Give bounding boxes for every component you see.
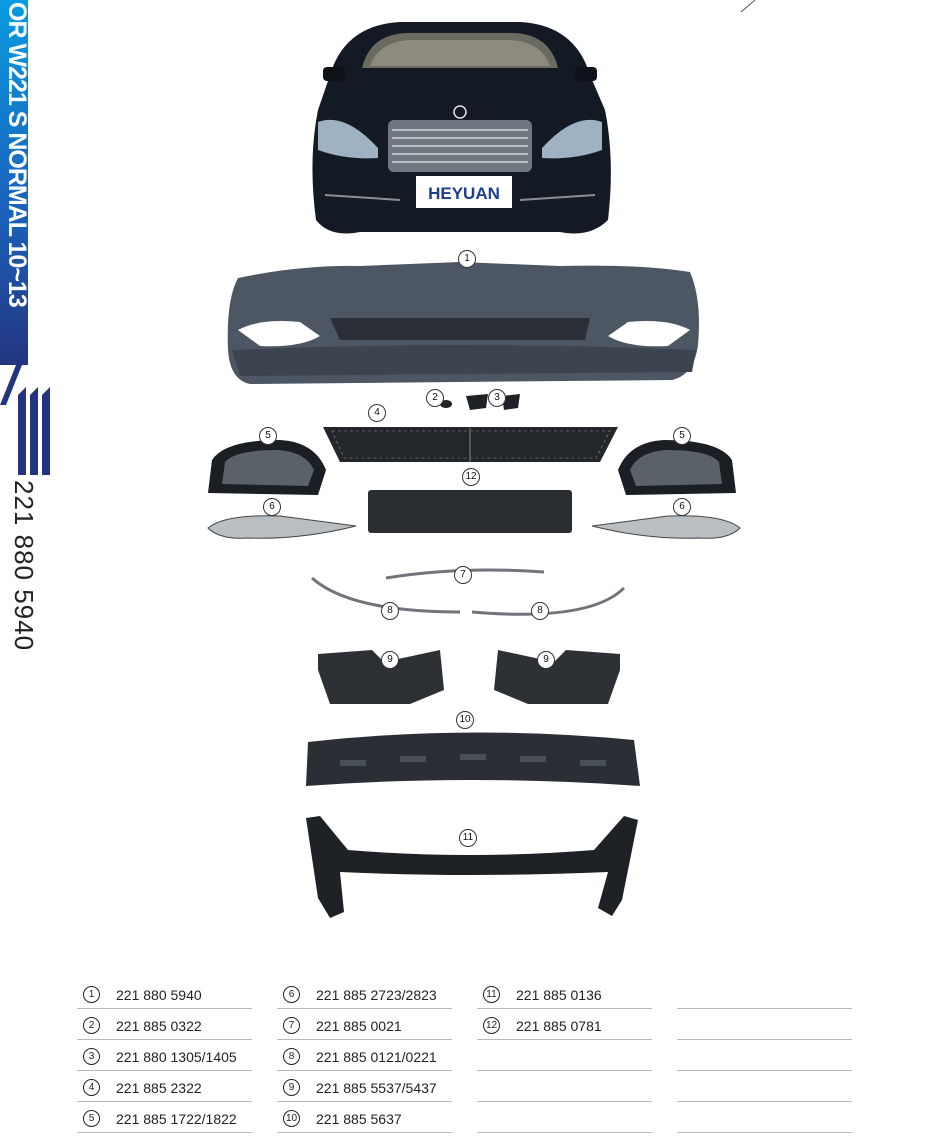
callout-5-right: 5: [673, 427, 691, 445]
callout-9-right: 9: [537, 651, 555, 669]
legend-number: 7: [283, 1017, 300, 1034]
callout-7: 7: [454, 566, 472, 584]
legend-row: 9 221 885 5537/5437: [277, 1071, 452, 1102]
license-plate-holder: [368, 490, 572, 533]
callout-12: 12: [462, 468, 480, 486]
legend-number: 10: [283, 1110, 300, 1127]
callout-2: 2: [426, 389, 444, 407]
callout-8-right: 8: [531, 602, 549, 620]
side-part-code: 221 880 5940: [9, 480, 39, 652]
callout-5-left: 5: [259, 427, 277, 445]
legend-row: 11 221 885 0136: [477, 978, 652, 1009]
legend-column-2: 6 221 885 2723/2823 7 221 885 0021 8 221 88…: [277, 978, 452, 1133]
cap-part-3: [466, 394, 520, 410]
car-front-image: HEYUAN: [312, 22, 611, 234]
foam-absorber-left: [318, 650, 444, 704]
parts-legend: 1 221 880 5940 2 221 885 0322 3 221 880 130…: [77, 978, 857, 1133]
callout-8-left: 8: [381, 602, 399, 620]
legend-row: 8 221 885 0121/0221: [277, 1040, 452, 1071]
legend-number: 4: [83, 1079, 100, 1096]
legend-row: 4 221 885 2322: [77, 1071, 252, 1102]
legend-row: 12 221 885 0781: [477, 1009, 652, 1040]
callout-10: 10: [456, 711, 474, 729]
legend-number: 1: [83, 986, 100, 1003]
legend-row-empty: [677, 978, 852, 1009]
parts-diagram: HEYUAN: [207, 22, 741, 918]
legend-row: 10 221 885 5637: [277, 1102, 452, 1133]
legend-number: 5: [83, 1110, 100, 1127]
legend-row-empty: [677, 1040, 852, 1071]
callout-6-right: 6: [673, 498, 691, 516]
legend-row: 7 221 885 0021: [277, 1009, 452, 1040]
callout-9-left: 9: [381, 651, 399, 669]
legend-column-4: [677, 978, 852, 1133]
legend-code: 221 885 1722/1822: [116, 1111, 237, 1127]
callout-3: 3: [488, 389, 506, 407]
callout-4: 4: [368, 404, 386, 422]
legend-row-empty: [477, 1040, 652, 1071]
corner-decoration: [740, 0, 756, 13]
legend-number: 2: [83, 1017, 100, 1034]
legend-column-3: 11 221 885 0136 12 221 885 0781: [477, 978, 652, 1133]
side-banner: OR W221 S NORMAL 10~13: [0, 0, 31, 365]
side-title: OR W221 S NORMAL 10~13: [3, 2, 31, 307]
legend-code: 221 885 0322: [116, 1018, 202, 1034]
legend-number: 8: [283, 1048, 300, 1065]
legend-row-empty: [477, 1071, 652, 1102]
chrome-trim-left: [207, 515, 357, 539]
legend-code: 221 885 0121/0221: [316, 1049, 437, 1065]
legend-row-empty: [677, 1009, 852, 1040]
legend-code: 221 885 0136: [516, 987, 602, 1003]
chrome-strip-8-right: [471, 586, 626, 616]
legend-code: 221 880 5940: [116, 987, 202, 1003]
legend-code: 221 885 0781: [516, 1018, 602, 1034]
legend-code: 221 885 5537/5437: [316, 1080, 437, 1096]
legend-code: 221 885 5637: [316, 1111, 402, 1127]
banner-stripes: [0, 365, 50, 475]
legend-row: 2 221 885 0322: [77, 1009, 252, 1040]
legend-code: 221 885 2322: [116, 1080, 202, 1096]
legend-number: 12: [483, 1017, 500, 1034]
legend-code: 221 880 1305/1405: [116, 1049, 237, 1065]
legend-row: 1 221 880 5940: [77, 978, 252, 1009]
legend-row-empty: [477, 1102, 652, 1133]
legend-number: 3: [83, 1048, 100, 1065]
legend-row-empty: [677, 1102, 852, 1133]
legend-number: 9: [283, 1079, 300, 1096]
callout-1: 1: [458, 250, 476, 268]
legend-code: 221 885 0021: [316, 1018, 402, 1034]
callout-6-left: 6: [263, 498, 281, 516]
bumper-bracket: [306, 816, 638, 918]
chrome-strip-8-left: [311, 576, 461, 614]
callout-11: 11: [459, 829, 477, 847]
legend-code: 221 885 2723/2823: [316, 987, 437, 1003]
legend-row: 6 221 885 2723/2823: [277, 978, 452, 1009]
legend-row: 3 221 880 1305/1405: [77, 1040, 252, 1071]
legend-row: 5 221 885 1722/1822: [77, 1102, 252, 1133]
legend-number: 6: [283, 986, 300, 1003]
legend-number: 11: [483, 986, 500, 1003]
foam-absorber-right: [494, 650, 620, 704]
plate-badge: HEYUAN: [428, 184, 500, 203]
legend-column-1: 1 221 880 5940 2 221 885 0322 3 221 880 130…: [77, 978, 252, 1133]
legend-row-empty: [677, 1071, 852, 1102]
chrome-trim-right: [591, 515, 741, 539]
